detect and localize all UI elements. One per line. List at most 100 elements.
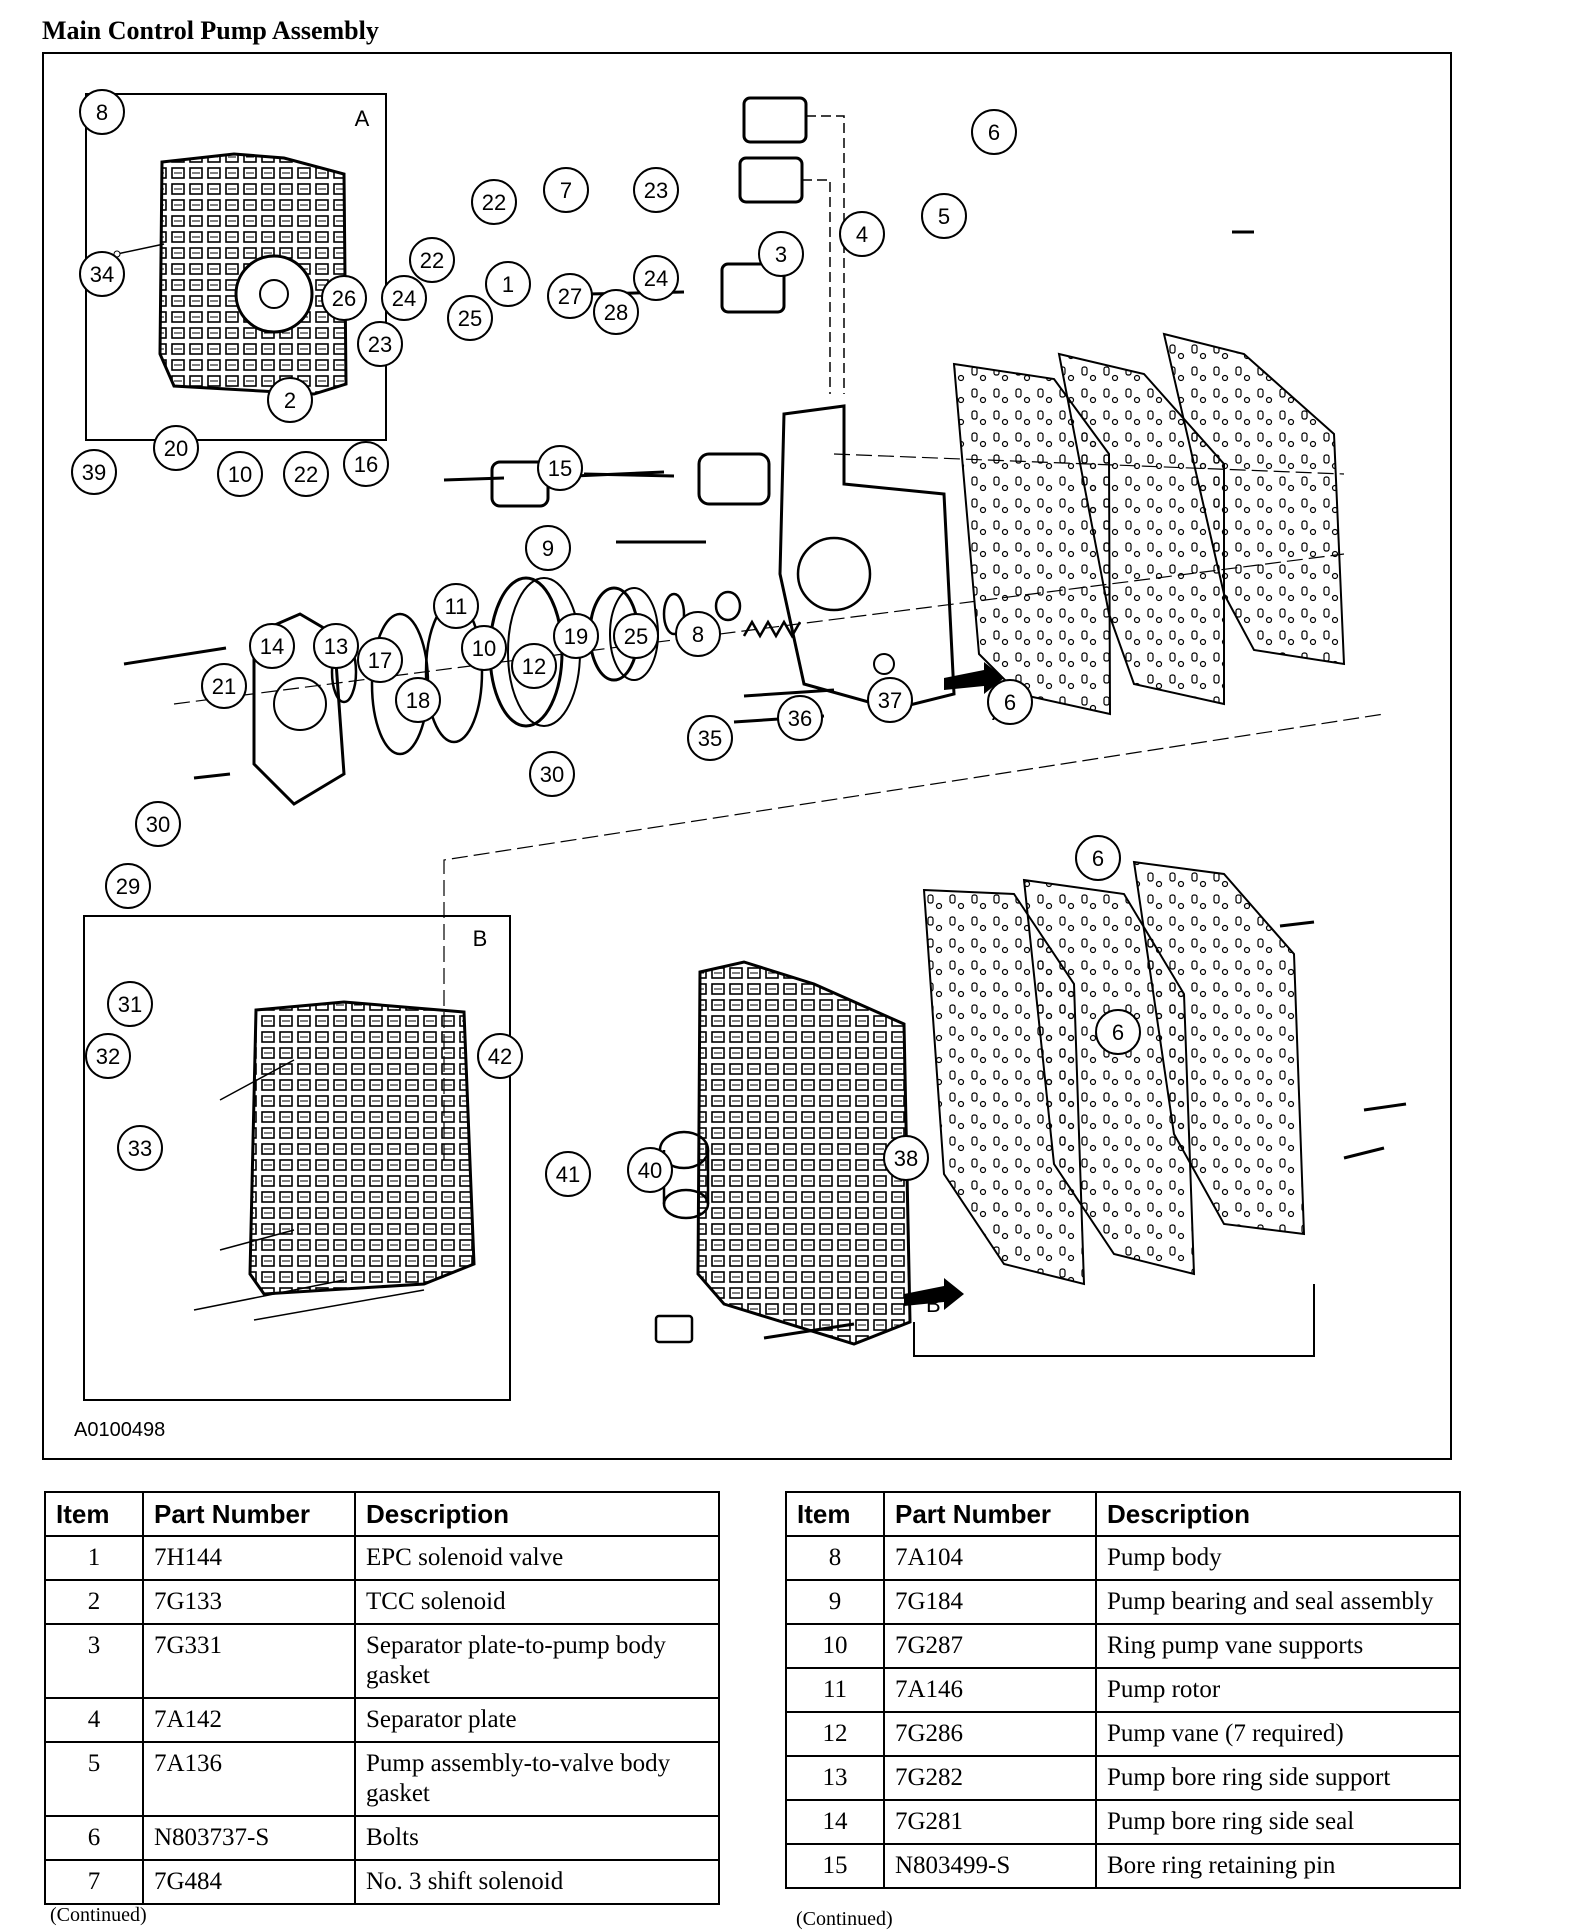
callout-number: 10 <box>228 462 252 487</box>
cell-item: 6 <box>44 1815 144 1861</box>
callout-17: 17 <box>357 637 403 683</box>
callout-number: 35 <box>698 726 722 751</box>
callout-8: 8 <box>79 89 125 135</box>
callout-24: 24 <box>381 275 427 321</box>
callout-number: 24 <box>392 286 416 311</box>
callout-number: 24 <box>644 266 668 291</box>
callout-number: 38 <box>894 1146 918 1171</box>
callout-25: 25 <box>613 613 659 659</box>
callout-number: 15 <box>548 456 572 481</box>
cell-part-number: N803499-S <box>883 1843 1097 1889</box>
callout-6: 6 <box>987 679 1033 725</box>
callout-1: 1 <box>485 261 531 307</box>
cell-part-number: 7G287 <box>883 1623 1097 1669</box>
inset-b-frame <box>83 915 511 1401</box>
callout-34: 34 <box>79 251 125 297</box>
callout-number: 31 <box>118 992 142 1017</box>
cell-item: 15 <box>785 1843 885 1889</box>
header-item: Item <box>44 1491 144 1537</box>
header-part-number: Part Number <box>142 1491 356 1537</box>
callout-number: 30 <box>146 812 170 837</box>
callout-number: 6 <box>988 120 1000 145</box>
callout-number: 28 <box>604 300 628 325</box>
callout-8: 8 <box>675 611 721 657</box>
cell-description: Pump bore ring side support <box>1095 1755 1461 1801</box>
cell-description: Separator plate-to-pump body gasket <box>354 1623 720 1699</box>
cell-description: Bolts <box>354 1815 720 1861</box>
callout-11: 11 <box>433 583 479 629</box>
exploded-diagram: A B <box>42 52 1452 1460</box>
callout-number: 10 <box>472 636 496 661</box>
inset-b-valve-body <box>193 1000 476 1321</box>
callout-24: 24 <box>633 255 679 301</box>
cell-item: 2 <box>44 1579 144 1625</box>
upper-pump-assembly: A <box>123 96 1346 806</box>
callout-13: 13 <box>313 623 359 669</box>
callout-6: 6 <box>971 109 1017 155</box>
callout-32: 32 <box>85 1033 131 1079</box>
cell-part-number: 7A104 <box>883 1535 1097 1581</box>
callout-number: 11 <box>445 594 468 619</box>
callout-number: 22 <box>420 248 444 273</box>
continued-note-right: (Continued) <box>796 1908 893 1930</box>
cell-part-number: 7G133 <box>142 1579 356 1625</box>
callout-19: 19 <box>553 613 599 659</box>
callout-number: 26 <box>332 286 356 311</box>
inset-a-letter: A <box>355 106 370 131</box>
header-part-number: Part Number <box>883 1491 1097 1537</box>
callout-31: 31 <box>107 981 153 1027</box>
callout-number: 13 <box>324 634 348 659</box>
callout-number: 5 <box>938 204 950 229</box>
callout-7: 7 <box>543 167 589 213</box>
callout-22: 22 <box>283 451 329 497</box>
callout-41: 41 <box>545 1151 591 1197</box>
callout-15: 15 <box>537 445 583 491</box>
callout-number: 19 <box>564 624 588 649</box>
callout-33: 33 <box>117 1125 163 1171</box>
cell-description: No. 3 shift solenoid <box>354 1859 720 1905</box>
callout-14: 14 <box>249 623 295 669</box>
callout-20: 20 <box>153 425 199 471</box>
callout-number: 25 <box>624 624 648 649</box>
cell-description: Pump assembly-to-valve body gasket <box>354 1741 720 1817</box>
callout-39: 39 <box>71 449 117 495</box>
cell-item: 8 <box>785 1535 885 1581</box>
page-title: Main Control Pump Assembly <box>42 16 379 45</box>
callout-40: 40 <box>627 1147 673 1193</box>
cell-part-number: 7A146 <box>883 1667 1097 1713</box>
diagram-drawing: A B <box>71 89 1407 1441</box>
callout-38: 38 <box>883 1135 929 1181</box>
callout-number: 4 <box>856 222 868 247</box>
callout-number: 41 <box>556 1162 580 1187</box>
callout-28: 28 <box>593 289 639 335</box>
callout-number: 21 <box>212 674 236 699</box>
callout-number: 22 <box>294 462 318 487</box>
figure-id: A0100498 <box>74 1419 165 1441</box>
callout-number: 16 <box>354 452 378 477</box>
callout-number: 23 <box>368 332 392 357</box>
callout-number: 34 <box>90 262 114 287</box>
callout-29: 29 <box>105 863 151 909</box>
callout-number: 7 <box>560 178 572 203</box>
cell-item: 7 <box>44 1859 144 1905</box>
cell-description: Pump vane (7 required) <box>1095 1711 1461 1757</box>
callout-number: 37 <box>878 688 902 713</box>
callout-23: 23 <box>357 321 403 367</box>
cell-item: 5 <box>44 1741 144 1817</box>
header-description: Description <box>1095 1491 1461 1537</box>
callout-number: 6 <box>1112 1020 1124 1045</box>
callout-number: 32 <box>96 1044 120 1069</box>
cell-item: 4 <box>44 1697 144 1743</box>
cell-item: 14 <box>785 1799 885 1845</box>
callout-6: 6 <box>1095 1009 1141 1055</box>
cell-description: TCC solenoid <box>354 1579 720 1625</box>
cell-description: EPC solenoid valve <box>354 1535 720 1581</box>
